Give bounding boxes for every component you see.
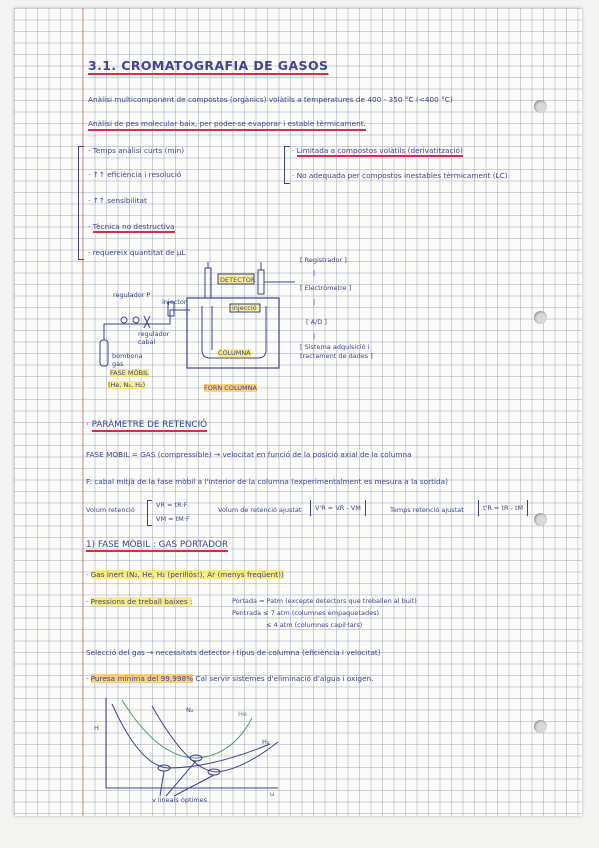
label-gases: (He, N₂, H₂) (108, 381, 146, 389)
advantages-bracket (78, 146, 84, 260)
chain-acquisition: [ Sistema adquisició i tractament de dad… (300, 343, 373, 360)
curve-n2 (111, 703, 271, 769)
label-bottle: bombona gas (112, 352, 143, 368)
gc-instrument-diagram (99, 262, 295, 369)
advantage-item: · Tècnica no destructiva (88, 222, 175, 233)
minima-label: v lineals òptimes (152, 796, 208, 804)
page-title: 3.1. CROMATOGRAFIA DE GASOS (88, 58, 329, 73)
series-label-he: He (238, 710, 247, 718)
detector-box (217, 273, 255, 285)
gas-bottle-icon (99, 339, 109, 367)
section-heading-mobile-phase: 1) FASE MÒBIL : GAS PORTADOR (86, 540, 229, 552)
carrier-gas-line: · Gas inert (N₂, He, H₂ (perillós!), Ar … (86, 570, 284, 579)
label-column: COLUMNA (218, 349, 251, 357)
retention-volume-label: Volum retenció (86, 506, 135, 514)
column-oven (186, 297, 280, 369)
punch-hole (534, 720, 547, 733)
intro-line: Anàlisi multicomponent de compostos (org… (88, 95, 453, 104)
series-label-h2: H₂ (262, 738, 270, 746)
punch-hole (534, 100, 547, 113)
chain-ad: [ A/D ] (306, 318, 327, 326)
advantage-item: · ↑↑ eficiència i resolució (88, 170, 182, 179)
punch-hole (534, 311, 547, 324)
pressure-line: Pentrada ≤ 7 atm (columnes empaquetades) (232, 609, 380, 617)
axis-label-y: H (94, 724, 99, 732)
label-injector: injector (162, 298, 187, 306)
limitations-bracket (284, 146, 290, 184)
label-oven: FORN COLUMNA (204, 384, 257, 392)
label-flow-regulator: regulador cabal (138, 330, 170, 346)
pressure-line: Portada ≈ Patm (excepte detectors que tr… (232, 597, 417, 605)
advantage-item: · Temps anàlisi curts (min) (88, 146, 185, 155)
chain-arrow: | (313, 332, 316, 340)
margin-line (82, 8, 83, 816)
pressure-regulator-icon (120, 316, 128, 324)
limitation-item: · Limitada a compostos volàtils (derivat… (292, 146, 463, 157)
label-mobile-phase: FASE MÒBIL (110, 369, 149, 377)
retention-line-1: FASE MÒBIL = GAS (compressible) → veloci… (86, 450, 412, 459)
pressure-regulator-icon (132, 316, 140, 324)
intro-line-2: Anàlisi de pes molecular baix, per poder… (88, 119, 366, 131)
label-injection: injecció (232, 304, 257, 312)
pressure-label: · Pressions de treball baixes : (86, 597, 193, 606)
purity-line: · Puresa mínima del 99,998% Cal servir s… (86, 674, 374, 683)
curve-h2 (151, 705, 279, 773)
advantage-item: · requereix quantitat de μL (88, 248, 186, 257)
section-heading-retention: · PARÀMETRE DE RETENCIÓ (86, 420, 208, 432)
eq-adjusted-time: t'R = tR - tM (478, 500, 529, 516)
punch-hole (534, 513, 547, 526)
label-regulator: regulador P (113, 291, 151, 299)
curve-he (121, 699, 253, 759)
eq-adjusted-volume: V'R = VR - VM (310, 500, 366, 516)
pressure-line: ≤ 4 atm (columnes capil·lars) (266, 621, 363, 629)
eq-vr: VR = tR·F (156, 501, 188, 509)
chain-arrow: | (313, 298, 316, 306)
column-icon (201, 306, 267, 359)
chain-arrow: | (313, 269, 316, 277)
adjusted-volume-label: Volum de retenció ajustat (218, 506, 302, 514)
chain-electrometer: [ Electròmetre ] (300, 284, 352, 292)
limitation-item: · No adequada per compostos inestables t… (292, 171, 508, 180)
label-detector: DETECTOR (220, 276, 256, 284)
advantage-item: · ↑↑ sensibilitat (88, 196, 147, 205)
eq-bracket (147, 500, 152, 526)
eq-vm: VM = tM·F (156, 515, 190, 523)
series-label-n2: N₂ (186, 706, 194, 714)
gas-selection-line: Selecció del gas → necessitats detector … (86, 648, 381, 657)
axis-label-x: u (270, 790, 275, 798)
van-deemter-sketch (105, 698, 279, 797)
retention-line-2: F: cabal mitjà de la fase mòbil a l'inte… (86, 477, 448, 486)
chain-recorder: [ Registrador ] (300, 256, 347, 264)
adjusted-time-label: Temps retenció ajustat (390, 506, 464, 514)
